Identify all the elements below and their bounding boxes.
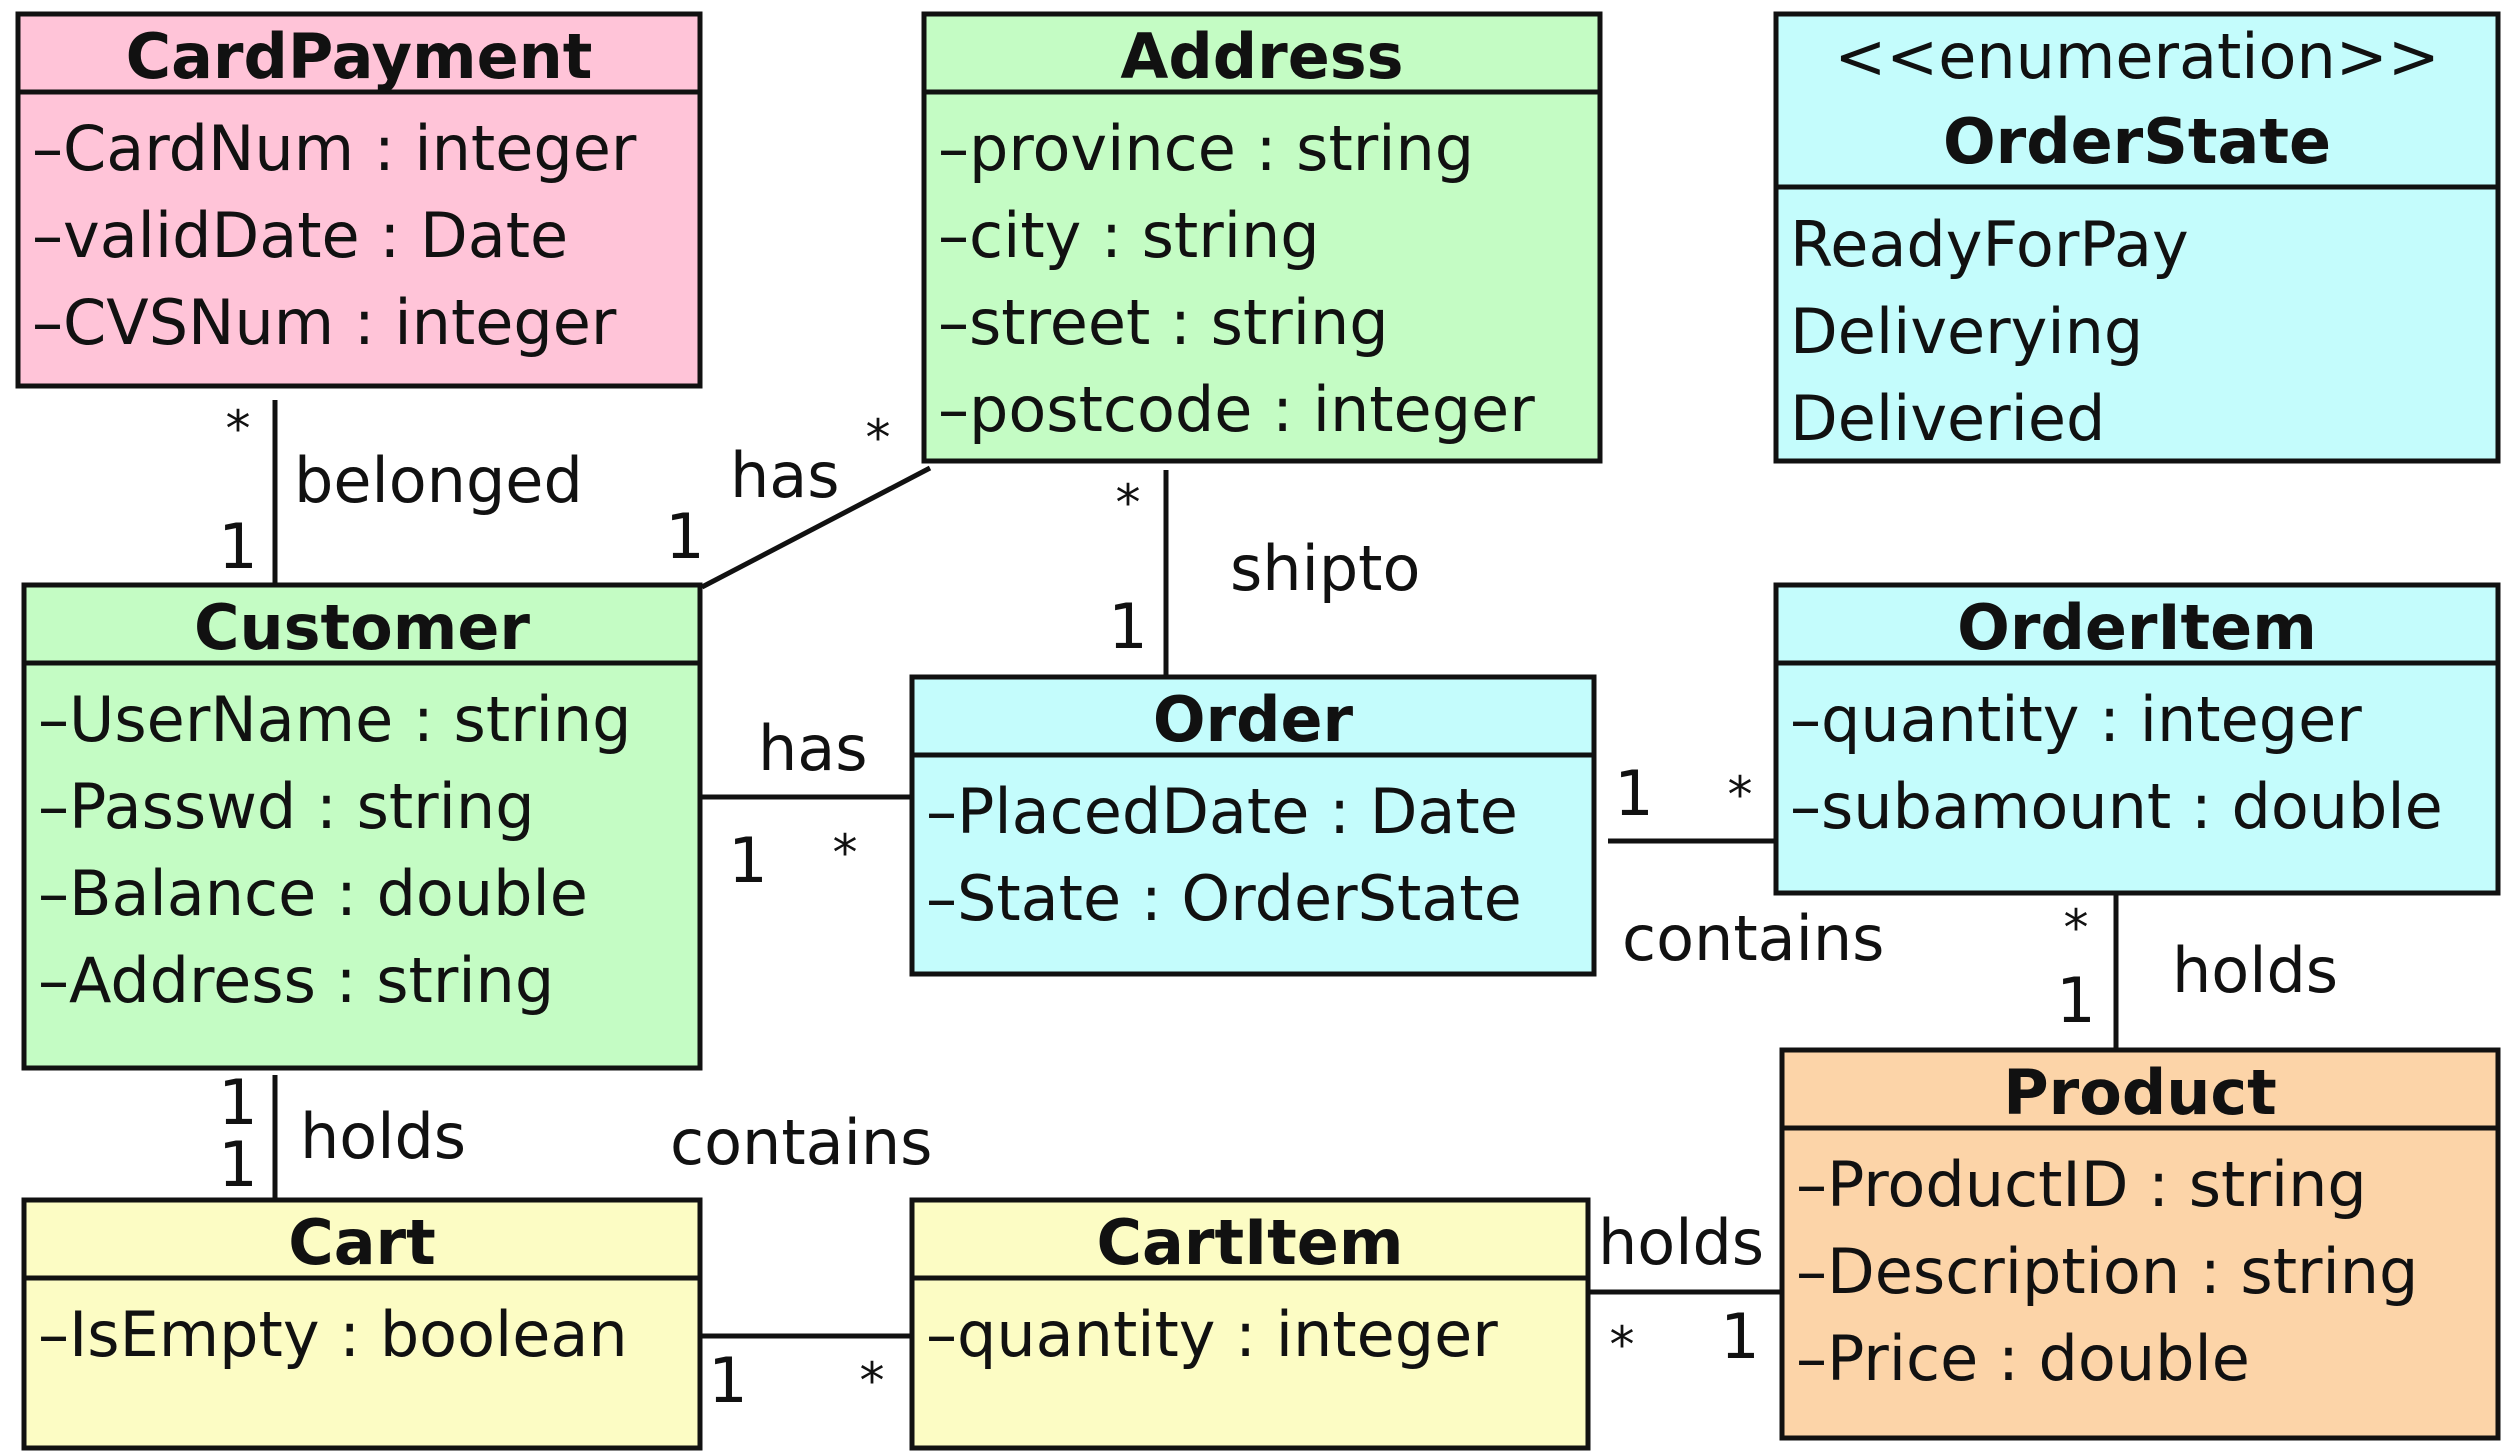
class-orderitem-attr: –quantity : integer (1790, 683, 2362, 756)
enum-orderstate-stereotype: <<enumeration>> (1834, 20, 2439, 93)
multiplicity-label: * (1610, 1316, 1635, 1374)
multiplicity-label: 1 (218, 1066, 257, 1139)
class-address-attr: –city : string (938, 199, 1320, 272)
class-cart-box (21, 1197, 703, 1451)
class-cardpayment-attr: –validDate : Date (32, 199, 568, 272)
multiplicity-label: 1 (1720, 1300, 1759, 1373)
multiplicity-label: * (1116, 474, 1141, 532)
association-label: contains (1622, 902, 1884, 975)
assoc-address-order[interactable]: * 1 shipto (1108, 470, 1420, 675)
class-order-box (909, 674, 1597, 977)
association-label: contains (670, 1106, 932, 1179)
multiplicity-label: 1 (2056, 964, 2095, 1037)
multiplicity-label: 1 (218, 510, 257, 583)
class-customer-attr: –Address : string (38, 944, 554, 1017)
class-cartitem-attr: –quantity : integer (926, 1298, 1498, 1371)
class-customer-attr: –Balance : double (38, 857, 588, 930)
class-cardpayment-name: CardPayment (126, 20, 593, 93)
class-address-box (921, 11, 1603, 464)
class-cartitem-name: CartItem (1097, 1206, 1404, 1279)
assoc-cart-cartitem[interactable]: contains 1 * (670, 1106, 932, 1417)
class-orderitem-attr: –subamount : double (1790, 770, 2443, 843)
class-order-attr: –State : OrderState (926, 862, 1522, 935)
association-label: has (758, 712, 868, 785)
class-customer[interactable]: Customer –UserName : string –Passwd : st… (21, 582, 703, 1071)
multiplicity-label: * (2064, 899, 2089, 957)
class-address-attr: –street : string (938, 286, 1389, 359)
multiplicity-label: 1 (665, 500, 704, 573)
multiplicity-label: * (866, 409, 891, 467)
class-cart-attr: –IsEmpty : boolean (38, 1298, 628, 1371)
class-product-attr: –Price : double (1796, 1322, 2250, 1395)
multiplicity-label: 1 (728, 824, 767, 897)
assoc-cartitem-product[interactable]: holds * 1 (1590, 1206, 1780, 1374)
enum-orderstate-box (1773, 11, 2501, 464)
enum-orderstate[interactable]: <<enumeration>> OrderState ReadyForPay D… (1773, 11, 2501, 464)
class-cart[interactable]: Cart –IsEmpty : boolean (21, 1197, 703, 1451)
class-product-box (1779, 1047, 2501, 1441)
class-product-attr: –ProductID : string (1796, 1148, 2367, 1221)
multiplicity-label: * (1728, 766, 1753, 824)
association-label: belonged (294, 444, 583, 517)
class-cardpayment[interactable]: CardPayment –CardNum : integer –validDat… (15, 11, 703, 389)
class-cartitem-box (909, 1197, 1591, 1451)
class-orderitem-box (1773, 582, 2501, 896)
assoc-customer-address[interactable]: 1 * has (665, 409, 932, 590)
multiplicity-label: 1 (218, 1128, 257, 1201)
association-label: holds (1598, 1206, 1764, 1279)
class-product-name: Product (2003, 1056, 2277, 1129)
class-address-attr: –province : string (938, 112, 1474, 185)
association-label: has (730, 439, 840, 512)
class-cartitem[interactable]: CartItem –quantity : integer (909, 1197, 1591, 1451)
class-product-attr: –Description : string (1796, 1235, 2418, 1308)
multiplicity-label: 1 (1108, 590, 1147, 663)
class-customer-attr: –Passwd : string (38, 770, 535, 843)
class-cardpayment-attr: –CVSNum : integer (32, 286, 617, 359)
assoc-customer-cart[interactable]: 1 1 holds (218, 1066, 466, 1201)
class-address[interactable]: Address –province : string –city : strin… (921, 11, 1603, 464)
class-customer-attr: –UserName : string (38, 683, 632, 756)
assoc-line (700, 465, 932, 590)
multiplicity-label: * (860, 1352, 885, 1410)
assoc-cardpayment-customer[interactable]: * 1 belonged (218, 400, 583, 583)
enum-orderstate-name: OrderState (1943, 105, 2331, 178)
association-label: holds (300, 1100, 466, 1173)
class-orderitem[interactable]: OrderItem –quantity : integer –subamount… (1773, 582, 2501, 896)
class-address-attr: –postcode : integer (938, 373, 1535, 446)
assoc-orderitem-product[interactable]: * 1 holds (2056, 895, 2338, 1048)
enum-orderstate-literal: ReadyForPay (1790, 208, 2189, 281)
enum-orderstate-literal: Deliverying (1790, 295, 2143, 368)
assoc-customer-order[interactable]: has 1 * (702, 712, 910, 897)
class-orderitem-name: OrderItem (1957, 591, 2317, 664)
class-order[interactable]: Order –PlacedDate : Date –State : OrderS… (909, 674, 1597, 977)
class-order-name: Order (1153, 683, 1354, 756)
class-customer-name: Customer (194, 591, 530, 664)
class-cardpayment-attr: –CardNum : integer (32, 112, 637, 185)
association-label: holds (2172, 934, 2338, 1007)
multiplicity-label: * (833, 824, 858, 882)
multiplicity-label: 1 (1614, 757, 1653, 830)
multiplicity-label: * (226, 400, 251, 458)
class-address-name: Address (1120, 20, 1403, 93)
class-cart-name: Cart (288, 1206, 436, 1279)
class-order-attr: –PlacedDate : Date (926, 775, 1518, 848)
enum-orderstate-literal: Deliveried (1790, 382, 2105, 455)
class-cardpayment-box (15, 11, 703, 389)
multiplicity-label: 1 (708, 1344, 747, 1417)
class-product[interactable]: Product –ProductID : string –Description… (1779, 1047, 2501, 1441)
assoc-order-orderitem[interactable]: 1 * contains (1608, 757, 1884, 975)
association-label: shipto (1230, 532, 1420, 605)
